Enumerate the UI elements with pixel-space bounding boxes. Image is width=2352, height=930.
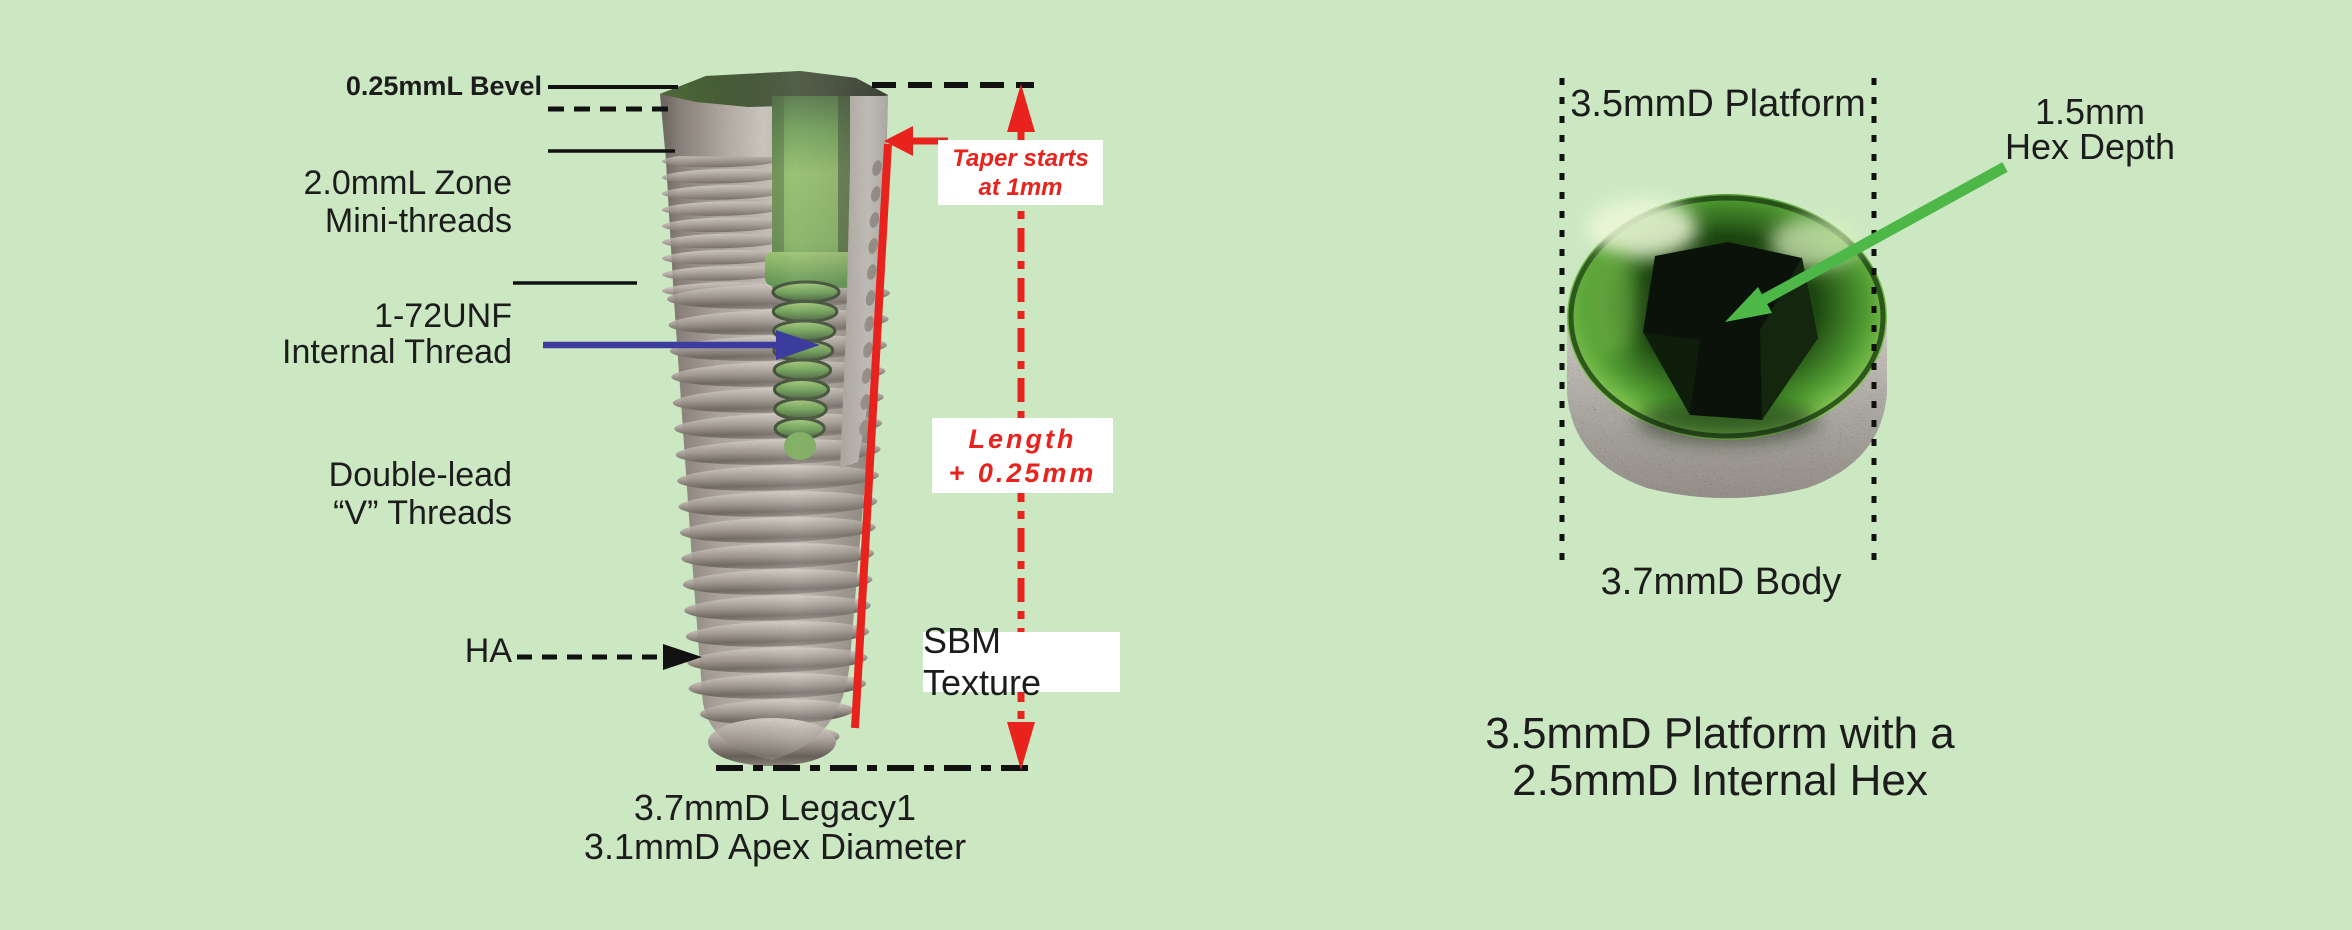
taper-note-line1: Taper starts: [952, 144, 1089, 172]
v-threads-label-line2: “V” Threads: [333, 494, 512, 532]
implant-caption-line2: 3.1mmD Apex Diameter: [583, 826, 967, 867]
sbm-texture-text: SBM Texture: [923, 620, 1042, 703]
platform-caption-line1: 3.5mmD Platform with a: [1485, 709, 1955, 758]
hex-depth-label: 1.5mm Hex Depth: [1990, 91, 2190, 167]
zone-label-line1: 2.0mmL Zone: [303, 164, 513, 202]
internal-thread-label-line2: Internal Thread: [282, 333, 512, 371]
v-threads-label: Double-lead “V” Threads: [212, 456, 512, 532]
length-note-line1: Length: [968, 423, 1077, 454]
taper-note-line2: at 1mm: [978, 173, 1063, 201]
ha-label: HA: [464, 632, 512, 670]
v-threads-label-line1: Double-lead: [328, 456, 512, 494]
ha-arrow: [517, 644, 702, 670]
internal-thread-arrow: [543, 330, 820, 360]
annotations: [513, 78, 2008, 771]
internal-thread-label: 1-72UNF Internal Thread: [212, 298, 512, 370]
platform-diameter-label: 3.5mmD Platform: [1570, 83, 1866, 125]
implant-caption-line1: 3.7mmD Legacy1: [633, 787, 917, 828]
zone-label-line2: Mini-threads: [324, 202, 512, 240]
body-diameter-label: 3.7mmD Body: [1600, 561, 1842, 603]
taper-line: [851, 143, 892, 729]
sbm-texture-note: SBM Texture: [923, 620, 1120, 703]
platform-caption: 3.5mmD Platform with a 2.5mmD Internal H…: [1470, 710, 1970, 804]
hex-depth-label-line2: Hex Depth: [2004, 126, 2176, 167]
hex-depth-label-line1: 1.5mm: [2034, 91, 2146, 132]
platform-caption-line2: 2.5mmD Internal Hex: [1512, 756, 1928, 805]
internal-thread-label-line1: 1-72UNF: [374, 297, 512, 335]
length-note: Length + 0.25mm: [932, 418, 1113, 493]
platform-illustration: [1567, 194, 1887, 498]
implant-caption: 3.7mmD Legacy1 3.1mmD Apex Diameter: [525, 788, 1025, 866]
hex-depth-arrow: [1725, 162, 2008, 322]
bevel-label: 0.25mmL Bevel: [345, 71, 542, 101]
length-dimension-line: [1007, 84, 1035, 770]
taper-note: Taper starts at 1mm: [938, 140, 1103, 205]
mini-threads-zone-label: 2.0mmL Zone Mini-threads: [212, 164, 513, 240]
length-note-line2: + 0.25mm: [948, 457, 1097, 488]
